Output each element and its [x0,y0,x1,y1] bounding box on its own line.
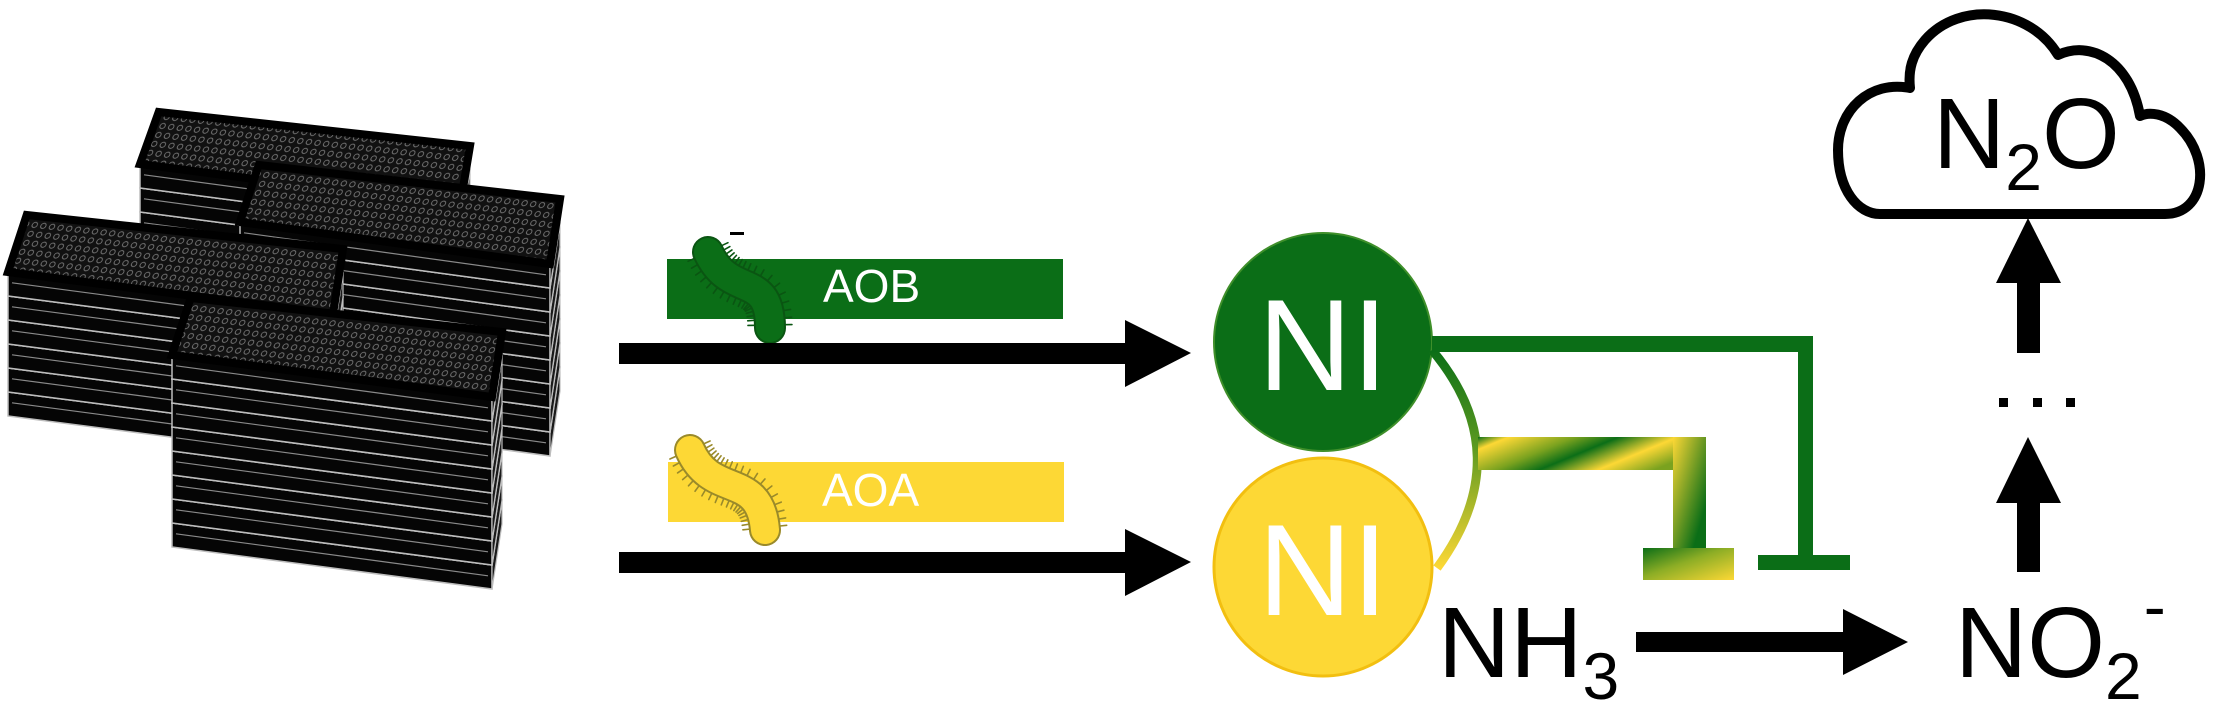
microplate-stack [166,293,507,590]
microplate-stack-icon [2,107,565,590]
microplate-edge [175,485,489,529]
oxidation-arrow-head [1843,609,1908,675]
archaeon-icon [669,434,788,546]
microplate-edge [175,533,489,577]
cell-body [676,436,779,544]
aob-arrow-shaft [619,343,1129,364]
cell-body [694,238,784,342]
microplate-edge [175,389,489,433]
microplate-rim [234,160,565,269]
bacterium-icon [687,236,793,344]
nitrite-label: NO2- [1955,569,2166,703]
inhibitor-aoa: NI [1212,456,1434,678]
aoa-arrow-shaft [619,552,1129,573]
inhibitor-aob-label: NI [1258,272,1388,418]
aoa-label: AOA [822,464,919,516]
inhibitor-aob: NI [1213,232,1433,452]
aob-inhibition-bar [1758,555,1850,570]
aob-pathway: AOB [619,232,1191,387]
combined-inhibition-arc [1428,347,1482,571]
microplate-edge [175,413,489,457]
microplate-rim [166,293,507,402]
microplate-edge [175,437,489,481]
combined-inhibition-bar [1643,548,1734,580]
tick-mark [730,232,744,235]
microplate-edge [175,509,489,553]
up-arrow-lower [1996,437,2061,572]
cloud-icon [1833,9,2206,219]
inhibitor-aoa-circle [1212,456,1434,678]
microplate-edge [175,365,489,409]
aoa-pathway: AOA [619,434,1191,596]
ammonia-label: NH3 [1438,587,1619,703]
aoa-arrow-head [1125,529,1191,596]
oxidation-arrow-shaft [1636,632,1848,652]
ellipsis-dots [1999,398,2075,407]
aob-inhibition-line [1432,336,1850,570]
up-arrow-upper [1996,218,2061,353]
aob-label: AOB [823,260,920,312]
aob-arrow-head [1125,320,1191,387]
combined-inhibition-line [1478,437,1734,580]
inhibitor-aoa-label: NI [1258,497,1388,643]
microplate-edge [175,461,489,505]
nitrous-oxide-label: N2O [1933,78,2120,204]
